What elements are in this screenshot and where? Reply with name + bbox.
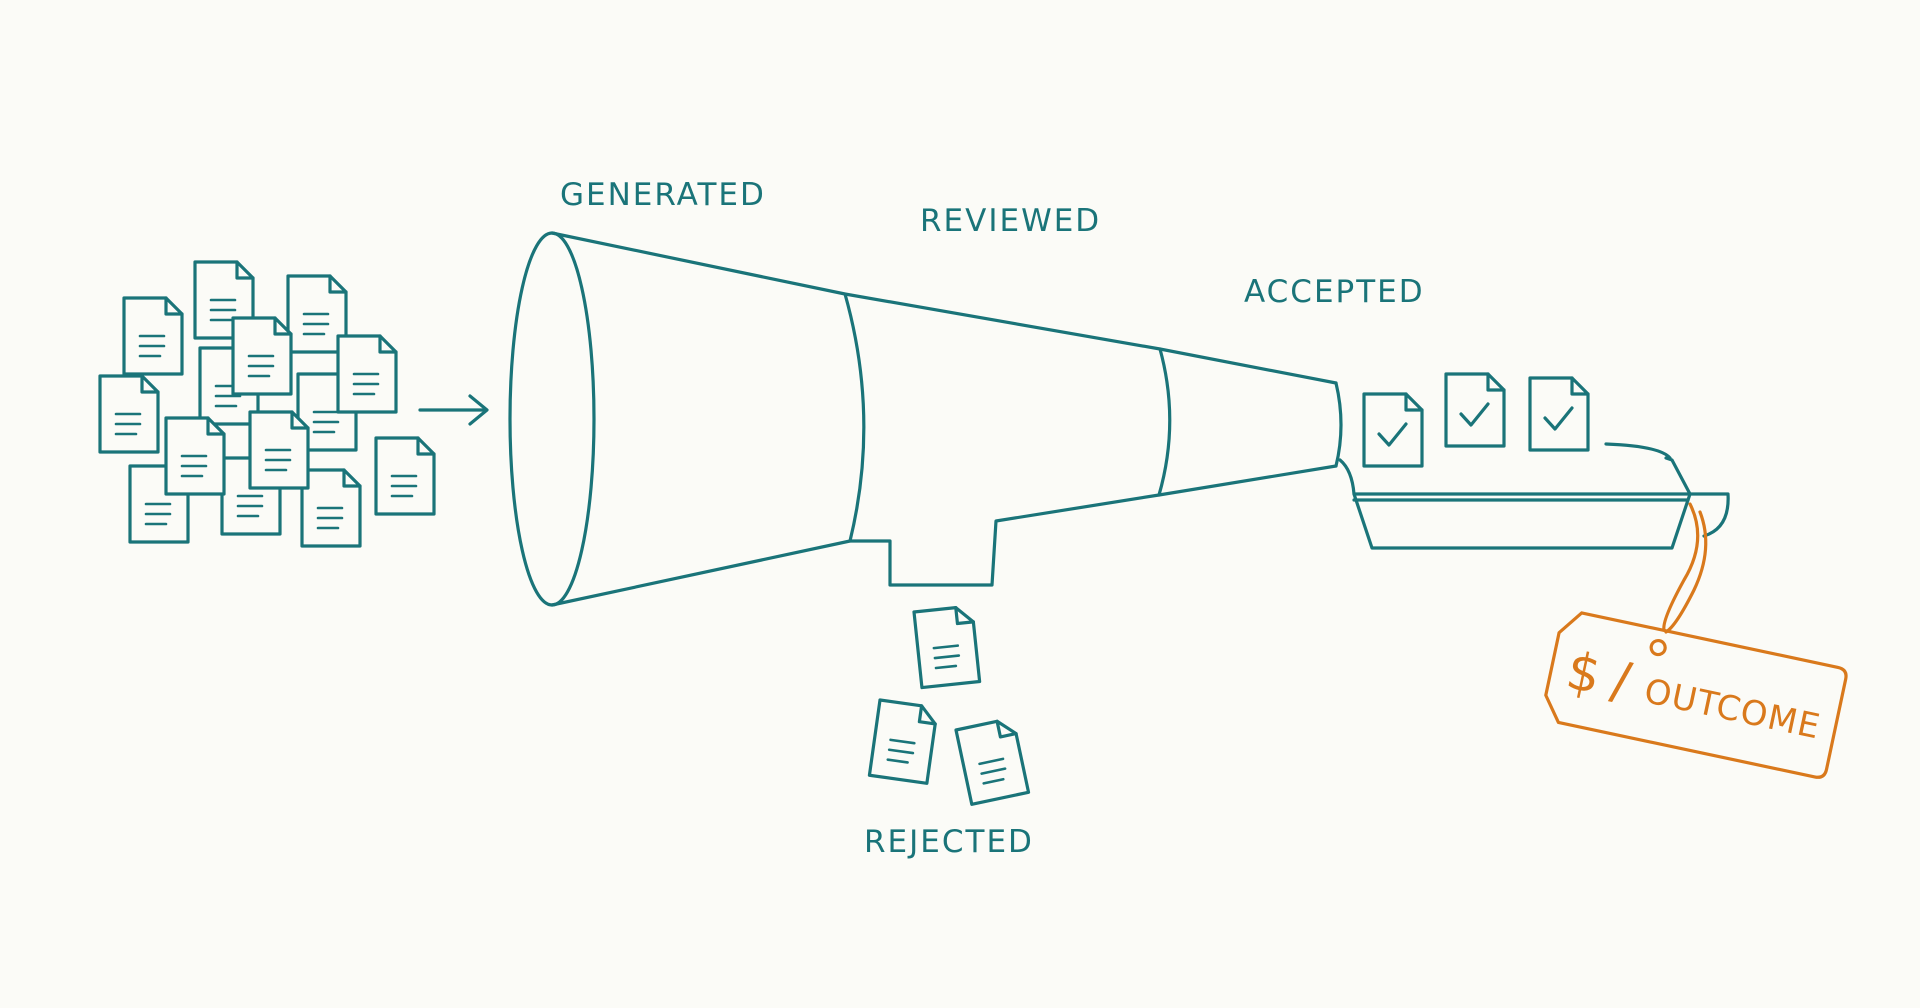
document-icon [336, 334, 398, 414]
document-icon [122, 296, 184, 376]
funnel [508, 231, 1343, 607]
document-icon [374, 436, 436, 516]
checked-document-icon [1528, 376, 1590, 452]
document-icon [867, 698, 940, 785]
checked-document-icon [1362, 392, 1424, 468]
input-document-pile [98, 260, 436, 548]
accepted-documents [1362, 372, 1590, 468]
tray [1338, 442, 1730, 550]
price-tag-text: OUTCOME [1641, 671, 1824, 747]
arrow-right-icon [418, 394, 489, 426]
label-rejected: REJECTED [864, 824, 1034, 860]
rejected-documents [867, 604, 1031, 806]
document-icon [954, 716, 1031, 806]
document-icon [164, 416, 226, 496]
price-tag-symbol: $ [1561, 641, 1606, 707]
label-accepted: ACCEPTED [1244, 274, 1425, 310]
label-generated: GENERATED [560, 177, 766, 213]
document-icon [912, 604, 982, 690]
document-icon [231, 316, 293, 396]
document-icon [300, 468, 362, 548]
document-icon [248, 410, 310, 490]
label-reviewed: REVIEWED [920, 203, 1101, 239]
price-tag-separator: / [1606, 650, 1636, 712]
price-tag-icon: $ / OUTCOME [1544, 502, 1848, 779]
document-icon [98, 374, 160, 454]
checked-document-icon [1444, 372, 1506, 448]
